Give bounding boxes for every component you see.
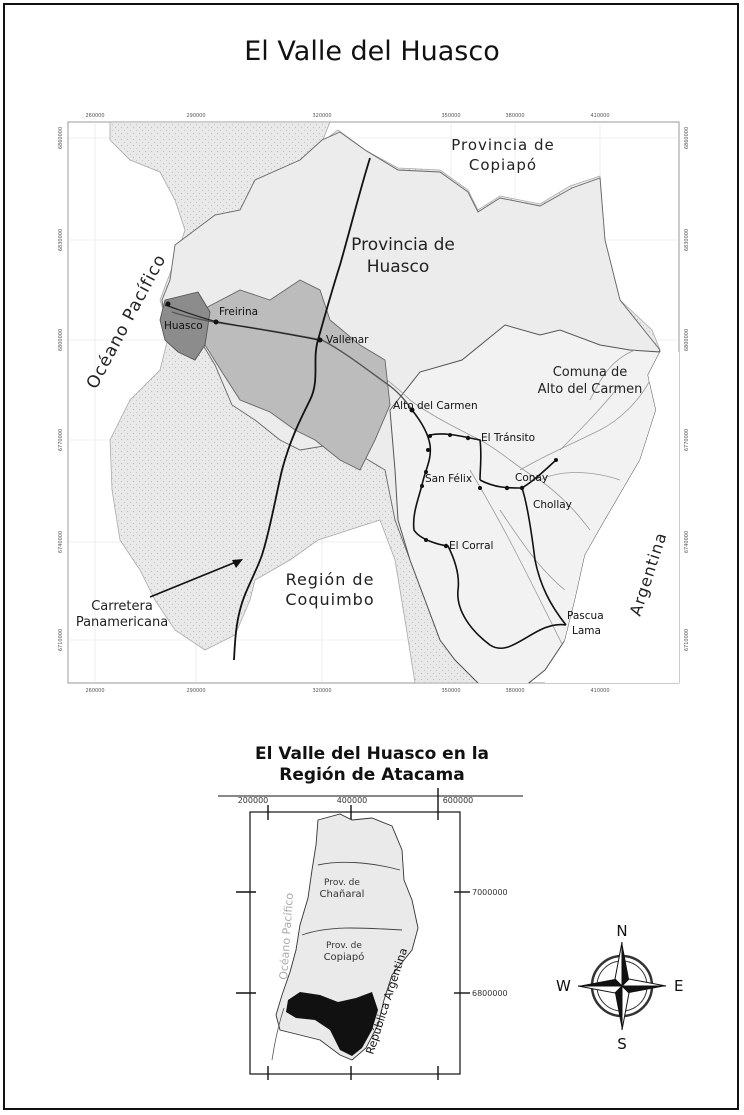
grid-label: 410000 [590,688,609,694]
grid-label: 410000 [590,113,609,119]
inset-title-line2: Región de Atacama [279,765,465,785]
huasco-commune [159,291,211,361]
town-alto-del-carmen: Alto del Carmen [393,400,478,412]
inset-grid-labels: 200000 400000 600000 7000000 6800000 [238,796,508,998]
inset-coast [271,1007,285,1061]
inset-label-copiapo: Copiapó [324,951,365,963]
inset-label-chanaral: Chañaral [320,889,365,900]
inset-grid-label: 7000000 [472,888,508,897]
town-labels: Huasco Freirina Vallenar Alto del Carmen… [164,306,604,637]
argentina-area [545,352,679,683]
grid-labels-top: 260000 290000 320000 350000 380000 41000… [85,113,609,119]
inset-label-oceano: Océano Pacífico [277,892,296,980]
inset-grid-label: 6800000 [472,989,508,998]
town-pascua-lama: Pascua [567,610,604,622]
coastal-road [164,304,319,341]
label-region-coquimbo: Coquimbo [285,590,374,609]
town-pascua-lama: Lama [572,625,601,637]
inset-label-chanaral: Prov. de [324,878,360,888]
main-map: 260000 290000 320000 350000 380000 41000… [58,113,690,694]
grid-label: 290000 [186,688,205,694]
carretera-arrow [149,559,243,598]
inset-title-line1: El Valle del Huasco en la [254,744,490,764]
label-provincia-copiapo: Provincia de [451,136,554,154]
grid-label: 320000 [312,113,331,119]
page-title: El Valle del Huasco [244,36,500,67]
grid-label: 350000 [441,688,460,694]
compass-w: W [556,977,571,995]
inset-huasco-valley [286,992,378,1056]
inset-grid-label: 200000 [238,796,269,805]
label-carretera: Carretera [91,599,153,614]
grid-label: 6740000 [58,531,64,553]
grid-label: 6800000 [58,329,64,351]
grid-label: 6860000 [684,127,690,149]
inset-label-copiapo: Prov. de [326,941,362,951]
town-el-transito: El Tránsito [481,432,535,444]
label-comuna-alto-del-carmen: Comuna de [553,365,628,380]
grid-label: 6800000 [684,329,690,351]
town-freirina: Freirina [219,306,258,318]
label-provincia-huasco: Provincia de [351,235,455,255]
label-provincia-huasco: Huasco [367,257,430,277]
grid-label: 6710000 [684,629,690,651]
grid-label: 380000 [505,688,524,694]
grid-label: 6830000 [58,229,64,251]
inset-grid-label: 400000 [337,796,368,805]
grid-labels-right: 6860000 6830000 6800000 6770000 6740000 … [684,127,690,651]
grid-label: 6770000 [58,429,64,451]
grid-label: 380000 [505,113,524,119]
label-region-coquimbo: Región de [286,570,375,589]
carretera-panamericana-road [233,157,371,661]
grid-label: 6860000 [58,127,64,149]
inset-province-border [317,861,401,871]
town-san-felix: San Félix [425,473,472,485]
grid-labels-left: 6860000 6830000 6800000 6770000 6740000 … [58,127,64,651]
town-el-corral: El Corral [449,540,493,552]
compass-rose-icon: N S E W [556,922,683,1053]
town-huasco: Huasco [164,320,203,332]
inset-ticks [236,805,470,1080]
grid-label: 260000 [85,688,104,694]
compass-s: S [617,1035,627,1053]
town-chollay: Chollay [533,499,572,511]
label-comuna-alto-del-carmen: Alto del Carmen [538,382,643,397]
compass-n: N [616,922,627,940]
inset-grid-label: 600000 [443,796,474,805]
grid-label: 320000 [312,688,331,694]
grid-labels-bottom: 260000 290000 320000 350000 380000 41000… [85,688,609,694]
grid-label: 6710000 [58,629,64,651]
inset-map: 200000 400000 600000 7000000 6800000 Pro… [218,788,523,1080]
town-vallenar: Vallenar [326,334,369,346]
compass-e: E [674,977,683,995]
grid-label: 290000 [186,113,205,119]
grid-label: 6770000 [684,429,690,451]
town-markers [165,301,558,549]
grid-label: 260000 [85,113,104,119]
label-provincia-copiapo: Copiapó [469,156,537,174]
inset-province-border [301,927,403,936]
inset-title: El Valle del Huasco en la Región de Atac… [0,744,744,786]
grid-label: 350000 [441,113,460,119]
grid-label: 6740000 [684,531,690,553]
grid-label: 6830000 [684,229,690,251]
town-conay: Conay [515,472,548,484]
label-carretera: Panamericana [76,615,168,630]
